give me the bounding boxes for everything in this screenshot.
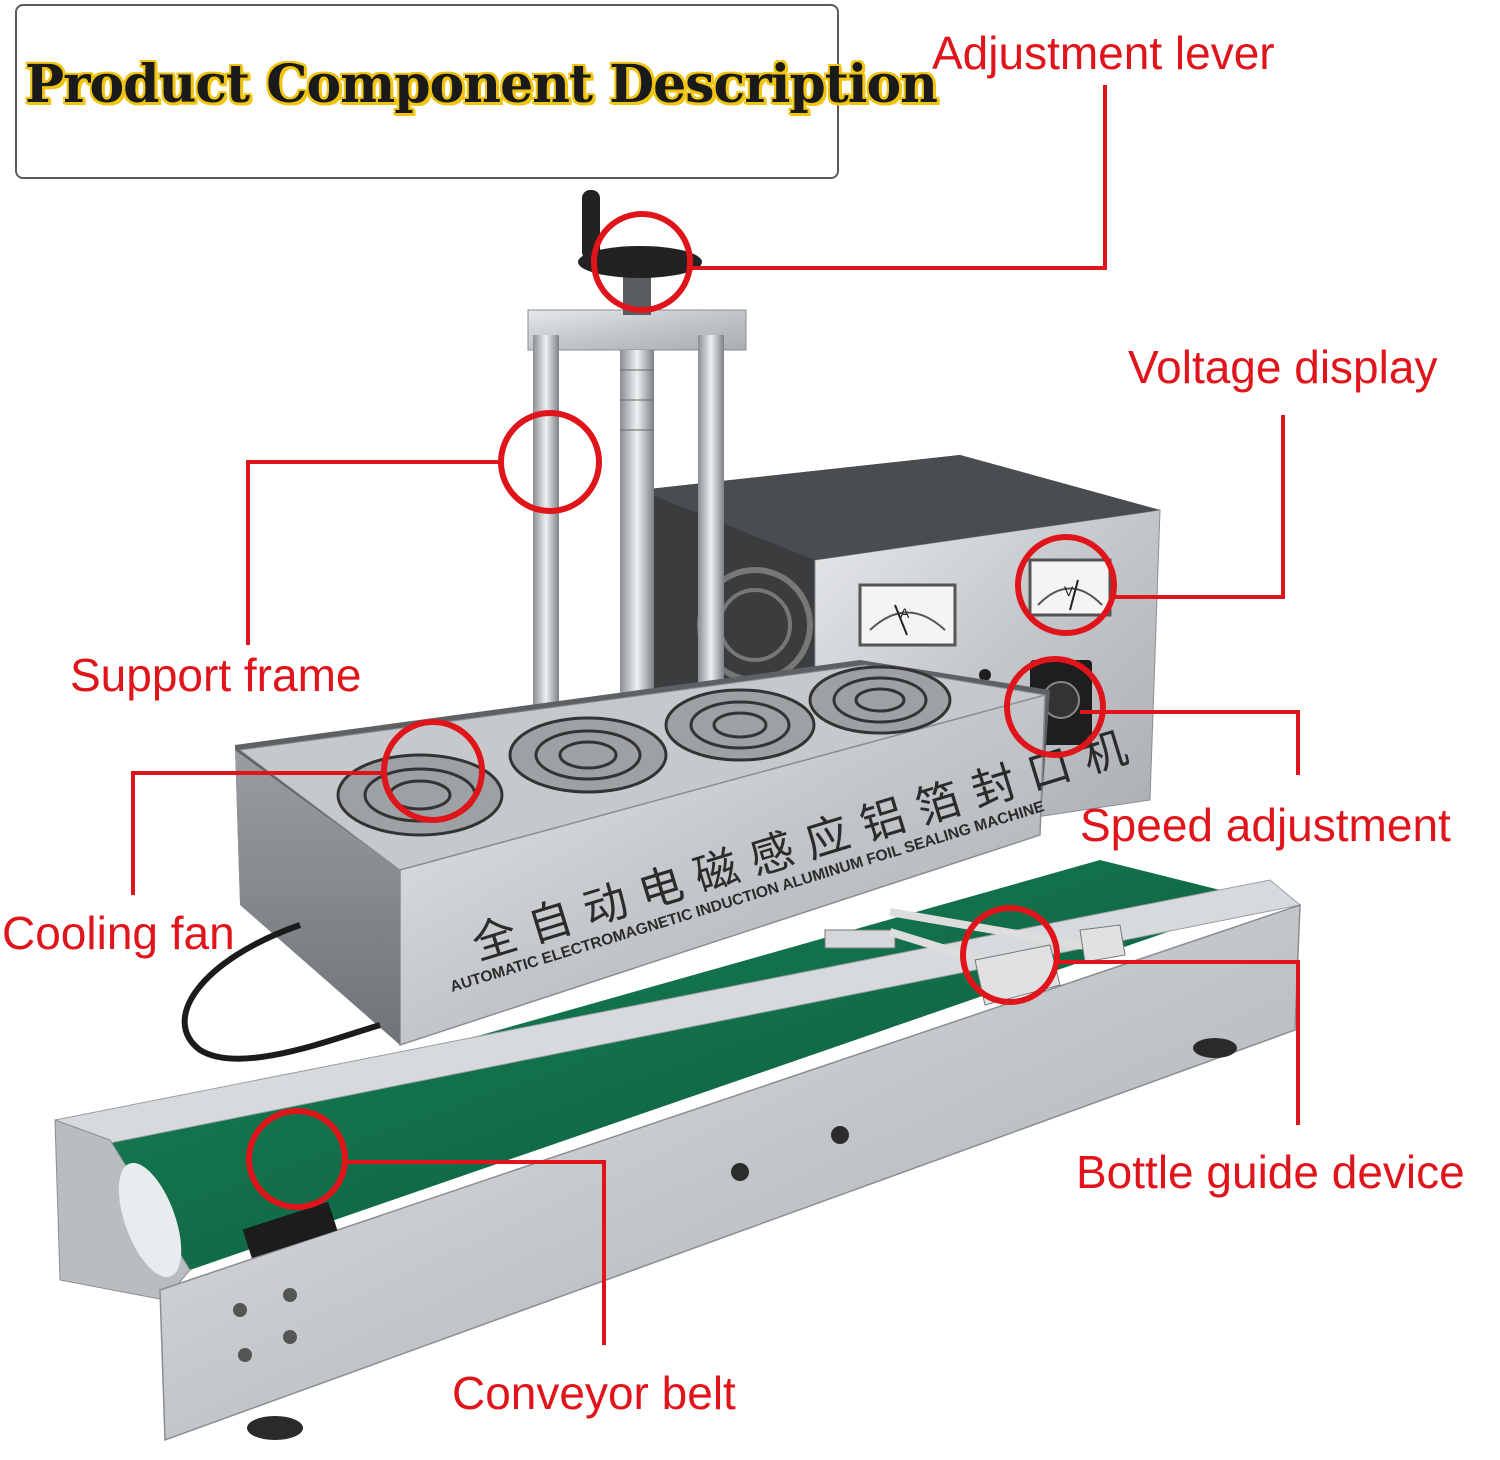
callout-line-support-frame bbox=[246, 460, 502, 645]
label-bottle-guide-device: Bottle guide device bbox=[1076, 1146, 1465, 1198]
label-conveyor-belt: Conveyor belt bbox=[452, 1367, 736, 1419]
callout-line-adjustment-lever bbox=[690, 85, 1107, 270]
circle-voltage-display bbox=[1015, 534, 1117, 636]
power-cable bbox=[181, 922, 381, 1062]
circle-cooling-fan bbox=[381, 719, 485, 823]
fan-icon bbox=[508, 716, 668, 794]
callout-lines bbox=[131, 85, 1300, 1345]
title-box: Product Component Description bbox=[15, 4, 938, 179]
circle-conveyor-belt bbox=[246, 1108, 348, 1210]
callout-line-conveyor-belt bbox=[345, 1160, 606, 1345]
circle-speed-adjustment bbox=[1004, 656, 1106, 758]
callout-circles bbox=[246, 211, 1117, 1210]
conveyor-side-panel bbox=[159, 903, 1301, 1442]
label-cooling-fan: Cooling fan bbox=[2, 907, 235, 959]
label-adjustment-lever: Adjustment lever bbox=[932, 27, 1275, 79]
cooling-fans bbox=[336, 665, 952, 837]
circle-support-frame bbox=[498, 410, 602, 514]
page-title: Product Component Description bbox=[25, 54, 938, 115]
conveyor-frame bbox=[54, 860, 1302, 1442]
voltmeter-symbol: V bbox=[1064, 583, 1074, 599]
label-support-frame: Support frame bbox=[70, 649, 362, 701]
label-speed-adjustment: Speed adjustment bbox=[1080, 799, 1451, 851]
callout-line-voltage-display bbox=[1110, 415, 1285, 599]
meter-icon bbox=[858, 583, 957, 647]
support-frame bbox=[527, 190, 747, 745]
circle-adjustment-lever bbox=[591, 211, 693, 313]
label-voltage-display: Voltage display bbox=[1128, 341, 1438, 393]
ammeter-symbol: A bbox=[900, 605, 910, 621]
handwheel-icon bbox=[578, 246, 702, 278]
fan-icon bbox=[808, 665, 952, 735]
fan-icon bbox=[664, 688, 816, 762]
callout-line-speed-adjustment bbox=[1080, 710, 1300, 775]
circle-bottle-guide bbox=[960, 905, 1060, 1005]
callout-line-cooling-fan bbox=[131, 771, 385, 895]
callout-line-bottle-guide bbox=[1057, 960, 1300, 1125]
